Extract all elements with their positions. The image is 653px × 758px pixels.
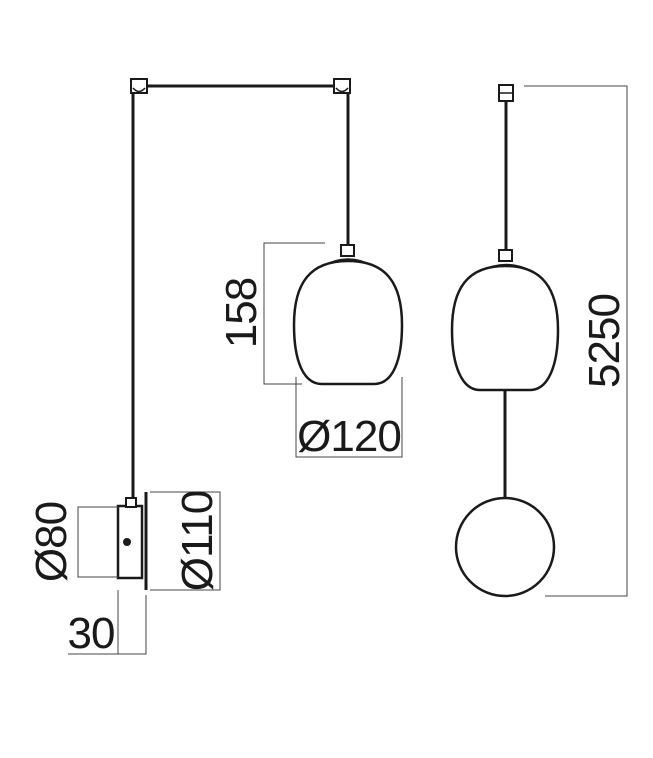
left-bracket-detail xyxy=(132,87,146,93)
dim-shade-height-line xyxy=(263,242,325,385)
label-plate-diameter: Ø110 xyxy=(173,491,222,591)
dim-total-length-line xyxy=(524,85,628,597)
dim-canopy-diameter-line xyxy=(77,506,118,578)
label-depth: 30 xyxy=(68,609,115,658)
dim-depth-line xyxy=(117,590,147,655)
socket-cap xyxy=(340,244,355,257)
right-bracket-detail xyxy=(335,87,349,93)
label-total-length: 5250 xyxy=(580,294,629,388)
label-canopy-diameter: Ø80 xyxy=(27,502,76,582)
left-dimension-lines xyxy=(68,242,403,655)
dim-plate-diameter-line xyxy=(150,491,221,591)
glass-shade xyxy=(292,259,404,386)
ceiling-pendant-view xyxy=(450,84,560,598)
label-shade-height: 158 xyxy=(217,278,266,348)
pendant-globe xyxy=(454,496,556,598)
dim-shade-diameter-line xyxy=(295,377,403,458)
pendant-glass-shade xyxy=(450,264,560,392)
canopy-screw xyxy=(123,538,131,546)
label-shade-diameter: Ø120 xyxy=(297,412,401,461)
wall-pendant-view xyxy=(116,78,404,590)
canopy-top xyxy=(125,497,137,508)
pendant-socket-cap xyxy=(498,249,513,262)
